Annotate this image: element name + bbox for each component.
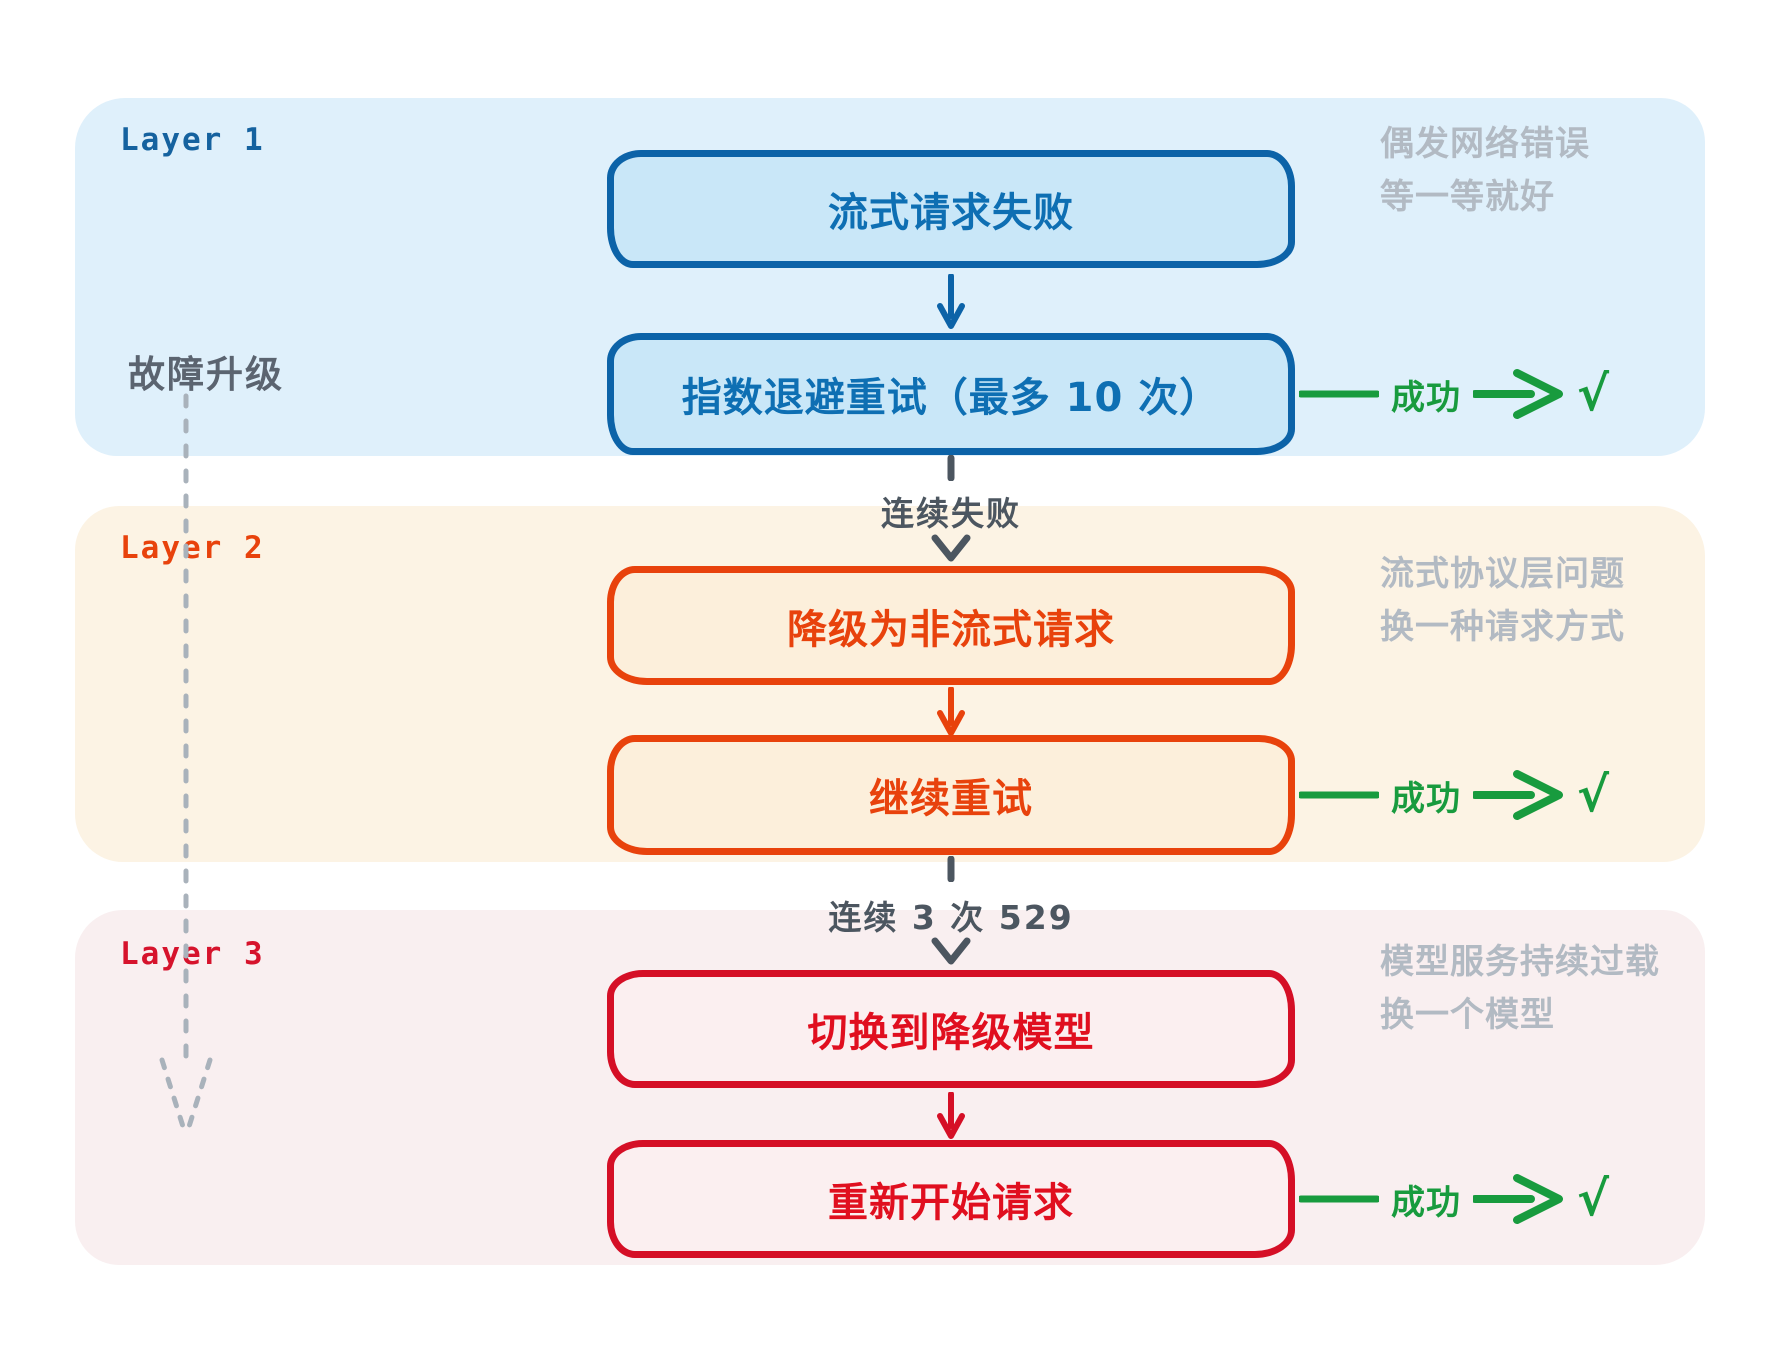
success-label: 成功	[1391, 778, 1461, 819]
connector-arrowhead-icon	[931, 937, 971, 965]
down-arrow-icon	[937, 274, 965, 329]
flow-node-restart-request: 重新开始请求	[607, 1140, 1295, 1258]
success-line	[1299, 390, 1379, 398]
flow-node-fallback-non-streaming: 降级为非流式请求	[607, 566, 1295, 685]
success-exit-layer-1: 成功 √	[1299, 366, 1609, 422]
success-arrow-icon	[1473, 369, 1563, 419]
connector-tick	[947, 856, 955, 882]
checkmark-icon: √	[1577, 1171, 1610, 1227]
annotation-line: 等一等就好	[1380, 176, 1555, 217]
success-line	[1299, 791, 1379, 799]
annotation-line: 流式协议层问题	[1380, 554, 1625, 594]
annotation-line: 偶发网络错误	[1380, 124, 1590, 164]
success-label: 成功	[1391, 1182, 1461, 1223]
success-exit-layer-3: 成功 √	[1299, 1171, 1609, 1227]
flow-node-switch-fallback-model: 切换到降级模型	[607, 970, 1295, 1088]
flow-node-stream-request-failed: 流式请求失败	[607, 150, 1295, 268]
success-arrow-icon	[1473, 770, 1563, 820]
transition-label-three-529: 连续 3 次 529	[828, 898, 1074, 937]
transition-label-consecutive-failure: 连续失败	[881, 494, 1021, 533]
checkmark-icon: √	[1577, 366, 1610, 422]
layer-3-annotation: 模型服务持续过载 换一个模型	[1380, 936, 1710, 1041]
checkmark-icon: √	[1577, 767, 1610, 823]
flow-node-continue-retry: 继续重试	[607, 735, 1295, 855]
layer-1-annotation: 偶发网络错误 等一等就好	[1380, 118, 1710, 223]
success-line	[1299, 1195, 1379, 1203]
annotation-line: 换一种请求方式	[1380, 606, 1625, 647]
escalation-dotted-arrow-icon	[159, 393, 213, 1139]
flow-node-exponential-backoff-retry: 指数退避重试（最多 10 次）	[607, 333, 1295, 455]
success-exit-layer-2: 成功 √	[1299, 767, 1609, 823]
escalation-label: 故障升级	[128, 353, 284, 396]
annotation-line: 换一个模型	[1380, 994, 1555, 1035]
down-arrow-icon	[937, 687, 965, 736]
down-arrow-icon	[937, 1092, 965, 1139]
connector-arrowhead-icon	[931, 534, 971, 562]
success-label: 成功	[1391, 377, 1461, 418]
connector-tick	[947, 455, 955, 481]
layer-2-label: Layer 2	[120, 530, 265, 566]
layer-3-label: Layer 3	[120, 936, 265, 972]
success-arrow-icon	[1473, 1174, 1563, 1224]
annotation-line: 模型服务持续过载	[1380, 942, 1660, 982]
layer-2-annotation: 流式协议层问题 换一种请求方式	[1380, 548, 1710, 653]
layer-1-label: Layer 1	[120, 122, 265, 158]
